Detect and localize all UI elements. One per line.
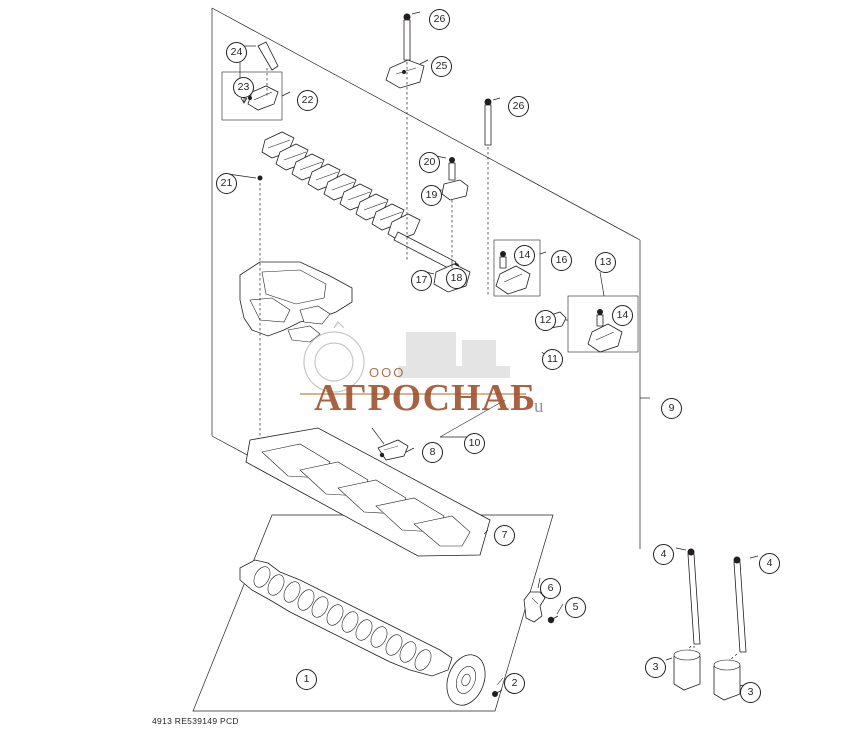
callout-7[interactable]: 7 — [494, 525, 515, 546]
callout-14[interactable]: 14 — [514, 245, 535, 266]
callout-26[interactable]: 26 — [429, 9, 450, 30]
callout-3[interactable]: 3 — [740, 682, 761, 703]
callout-21[interactable]: 21 — [216, 173, 237, 194]
diagram-caption: 4913 RE539149 PCD — [152, 716, 239, 726]
callout-22[interactable]: 22 — [297, 90, 318, 111]
callout-8[interactable]: 8 — [422, 442, 443, 463]
item-7-gasket — [245, 427, 491, 557]
item-26-bolt-b — [484, 97, 501, 296]
item-3-lifters — [665, 645, 749, 701]
callout-26[interactable]: 26 — [508, 96, 529, 117]
callout-20[interactable]: 20 — [419, 152, 440, 173]
item-6-bracket — [523, 577, 546, 623]
item-4-pushrods — [675, 547, 759, 653]
item-23-inset-box — [221, 60, 291, 121]
callout-4[interactable]: 4 — [759, 553, 780, 574]
item-2-bolt — [492, 677, 504, 697]
callout-23[interactable]: 23 — [233, 77, 254, 98]
item-26-bolt-a — [403, 11, 421, 262]
callout-12[interactable]: 12 — [535, 310, 556, 331]
item-19-block — [436, 179, 469, 262]
item-8-part — [371, 427, 415, 461]
callout-17[interactable]: 17 — [411, 270, 432, 291]
callout-25[interactable]: 25 — [431, 56, 452, 77]
camshaft — [239, 559, 486, 706]
callout-10[interactable]: 10 — [464, 433, 485, 454]
callout-3[interactable]: 3 — [645, 657, 666, 678]
callout-18[interactable]: 18 — [446, 268, 467, 289]
item-13-inset-box — [560, 271, 639, 353]
callout-24[interactable]: 24 — [226, 42, 247, 63]
housing-part — [239, 261, 353, 343]
group-10-frame — [439, 399, 506, 438]
item-5-pin — [547, 603, 564, 624]
callout-16[interactable]: 16 — [551, 250, 572, 271]
callout-2[interactable]: 2 — [504, 673, 525, 694]
callout-11[interactable]: 11 — [542, 349, 563, 370]
callout-1[interactable]: 1 — [296, 669, 317, 690]
callout-9[interactable]: 9 — [661, 398, 682, 419]
callout-6[interactable]: 6 — [540, 578, 561, 599]
callout-4[interactable]: 4 — [653, 544, 674, 565]
callout-5[interactable]: 5 — [565, 597, 586, 618]
callout-19[interactable]: 19 — [421, 185, 442, 206]
group-9-frame — [211, 7, 650, 549]
rocker-arm-assembly — [227, 131, 459, 438]
callout-13[interactable]: 13 — [595, 252, 616, 273]
callout-14[interactable]: 14 — [612, 305, 633, 326]
